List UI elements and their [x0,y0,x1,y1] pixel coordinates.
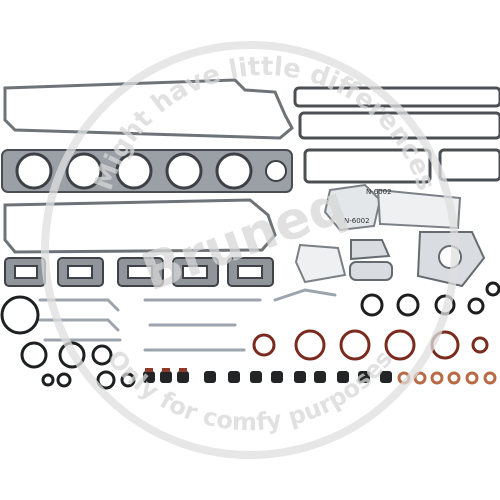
copper-washers [397,371,497,385]
valve-cover-gasket [3,78,294,140]
gasket-code-label-2: N-6002 [366,188,392,196]
o-rings-left [0,295,136,390]
exhaust-gaskets [4,257,274,287]
cylinder-head-gasket [1,149,293,193]
gasket-code-label-1: N-6002 [344,217,370,225]
valve-stem-seals [143,368,392,383]
o-rings-right [360,281,500,317]
pipe-fittings [38,288,337,352]
o-rings-brown [252,329,489,361]
manifold-gasket [3,198,277,254]
